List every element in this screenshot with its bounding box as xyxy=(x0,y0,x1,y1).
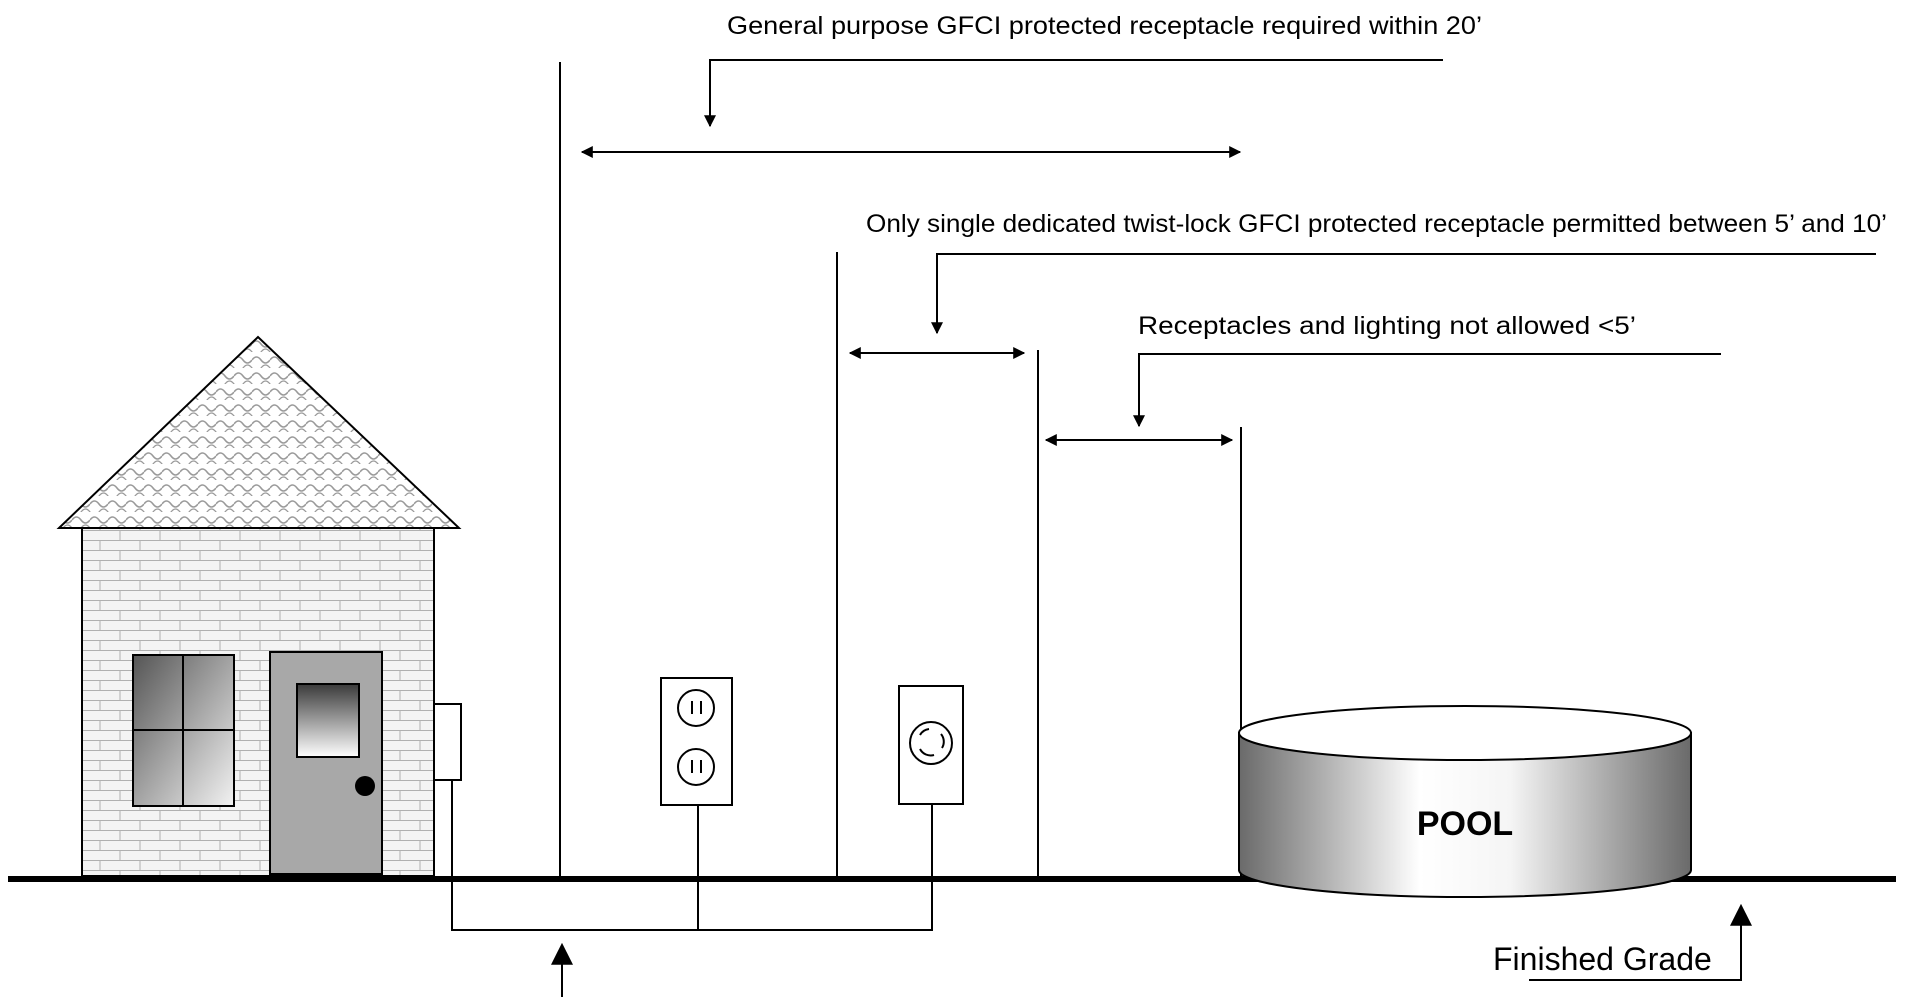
finished-grade-label: Finished Grade xyxy=(1493,941,1712,977)
not-allowed-label: Receptacles and lighting not allowed <5’ xyxy=(1138,312,1636,340)
general-purpose-callout: General purpose GFCI protected receptacl… xyxy=(704,12,1482,128)
twist-lock-receptacle xyxy=(898,685,964,805)
pool: POOL xyxy=(1238,705,1692,898)
finished-grade-callout: Finished Grade xyxy=(1493,903,1752,981)
underground-conduit xyxy=(451,780,933,931)
door-window xyxy=(296,683,360,758)
general-purpose-label: General purpose GFCI protected receptacl… xyxy=(727,12,1482,40)
not-allowed-callout: Receptacles and lighting not allowed <5’ xyxy=(1133,312,1721,428)
electrical-panel xyxy=(433,703,462,781)
door-knob xyxy=(355,776,375,796)
house-window xyxy=(132,654,235,807)
house xyxy=(56,335,462,877)
house-roof xyxy=(56,335,462,529)
twist-lock-callout: Only single dedicated twist-lock GFCI pr… xyxy=(866,210,1887,335)
duplex-gfci-receptacle xyxy=(660,677,733,806)
pool-label: POOL xyxy=(1417,805,1513,843)
twist-lock-label: Only single dedicated twist-lock GFCI pr… xyxy=(866,210,1887,238)
